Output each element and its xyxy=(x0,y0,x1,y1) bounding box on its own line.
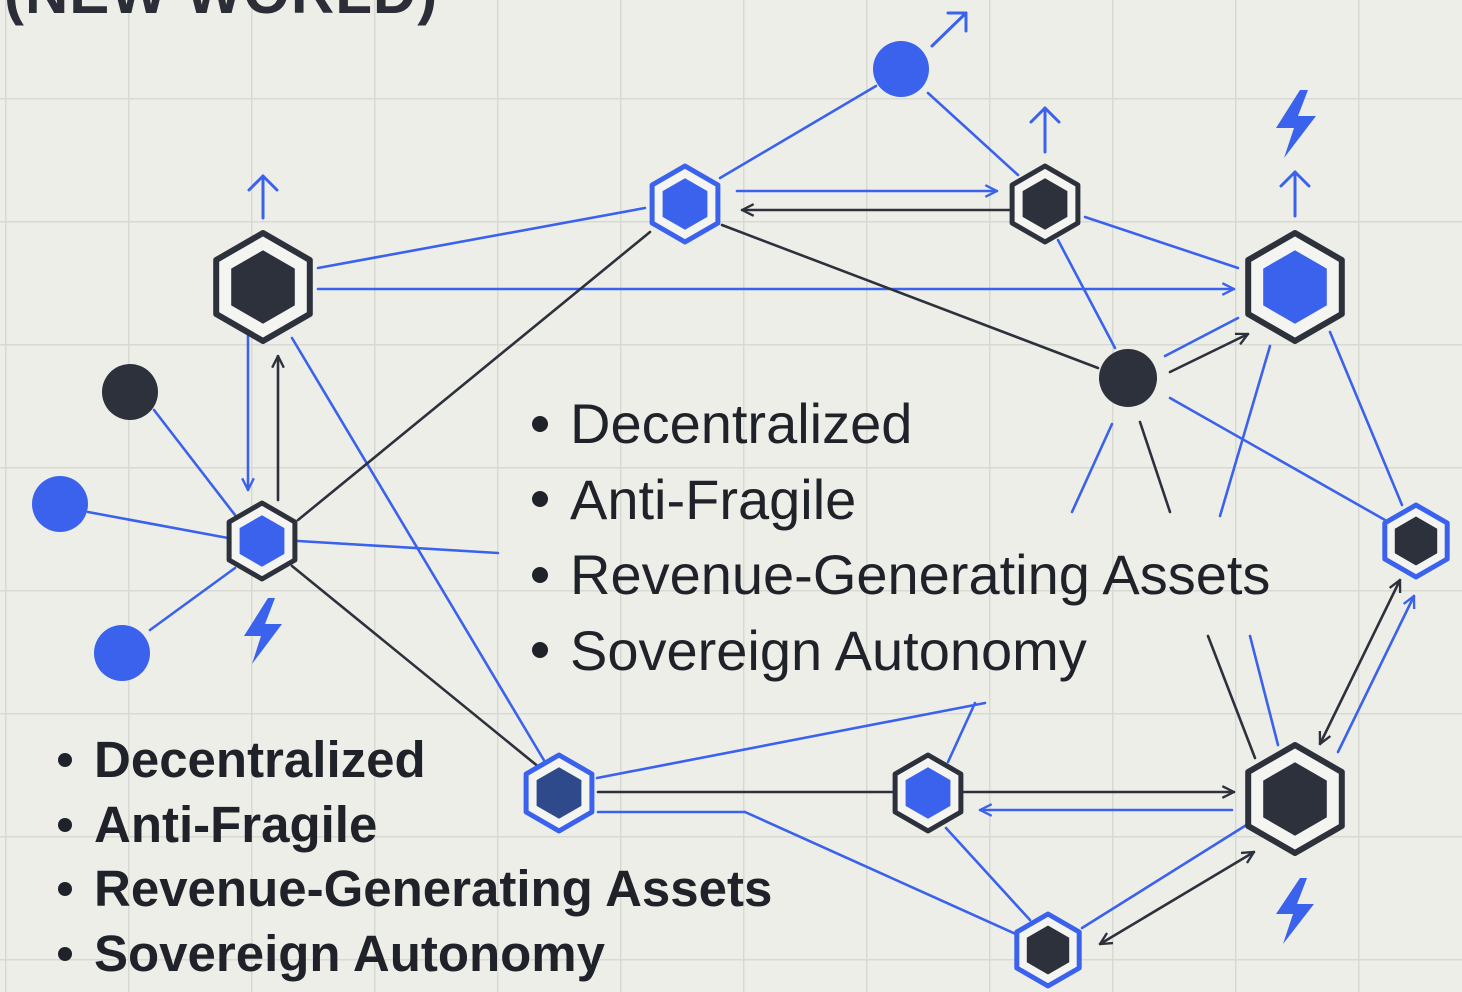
edge xyxy=(148,566,237,632)
edge xyxy=(296,230,652,522)
up-arrow-icon xyxy=(1279,170,1311,218)
circle-node xyxy=(873,41,929,97)
list-item: Sovereign Autonomy xyxy=(58,922,772,987)
list-item: Decentralized xyxy=(58,728,772,793)
hexagon-node xyxy=(226,500,298,582)
list-item: Anti-Fragile xyxy=(58,793,772,858)
list-item-label: Anti-Fragile xyxy=(94,795,378,853)
list-item-label: Sovereign Autonomy xyxy=(570,618,1087,682)
edge xyxy=(290,564,542,770)
edge xyxy=(1318,580,1402,744)
hexagon-node xyxy=(213,230,313,344)
edge xyxy=(1248,634,1280,747)
bullet-dot xyxy=(58,946,72,961)
edge xyxy=(1163,316,1240,358)
circle-node xyxy=(1099,349,1157,407)
lightning-icon xyxy=(1276,878,1314,944)
list-item: Revenue-Generating Assets xyxy=(532,537,1270,613)
edge xyxy=(946,701,977,764)
edge xyxy=(1336,596,1414,754)
hexagon-node xyxy=(1014,911,1082,989)
edge xyxy=(1168,334,1248,374)
edge xyxy=(290,336,547,764)
up-arrow-icon xyxy=(247,174,279,220)
circle-node xyxy=(32,476,88,532)
hexagon-node xyxy=(649,163,721,245)
list-item-label: Revenue-Generating Assets xyxy=(570,543,1271,606)
lightning-icon xyxy=(1276,90,1316,158)
bullet-dot xyxy=(532,642,548,659)
lightning-icon xyxy=(244,598,282,664)
hexagon-node xyxy=(1245,742,1345,856)
edge xyxy=(944,826,1032,922)
edge xyxy=(1083,215,1240,270)
page-title: (NEW WORLD) xyxy=(4,0,438,27)
list-item: Anti-Fragile xyxy=(532,462,1270,538)
bullet-dot xyxy=(532,491,548,508)
list-item: Decentralized xyxy=(532,386,1270,462)
edge xyxy=(1218,344,1272,518)
bullet-dot xyxy=(532,415,548,432)
hexagon-node xyxy=(523,752,595,834)
edge xyxy=(86,510,230,540)
list-item: Sovereign Autonomy xyxy=(532,613,1270,689)
edge xyxy=(1206,634,1257,760)
edge xyxy=(926,91,1020,177)
up-arrow-icon xyxy=(1029,106,1061,154)
edge xyxy=(1168,396,1387,522)
edge xyxy=(718,84,878,180)
hexagon-node xyxy=(1009,163,1081,245)
list-item-label: Anti-Fragile xyxy=(570,467,857,531)
hexagon-node xyxy=(1382,502,1450,580)
bullet-dot xyxy=(58,753,72,768)
list-item-label: Decentralized xyxy=(570,392,913,455)
hexagon-node xyxy=(892,752,964,834)
edge xyxy=(595,701,987,780)
list-item-label: Revenue-Generating Assets xyxy=(94,860,773,917)
left-feature-list: Decentralized Anti-Fragile Revenue-Gener… xyxy=(58,728,772,986)
list-item-label: Decentralized xyxy=(94,731,426,788)
edge xyxy=(1080,822,1250,930)
edge xyxy=(1328,330,1404,507)
bullet-dot xyxy=(58,817,72,832)
list-item-label: Sovereign Autonomy xyxy=(94,924,605,982)
edge xyxy=(152,408,237,517)
up-arrow-icon xyxy=(930,11,968,48)
edge xyxy=(1138,420,1172,514)
edge xyxy=(1070,422,1114,514)
edge xyxy=(296,539,500,555)
bullet-dot xyxy=(532,566,548,583)
circle-node xyxy=(102,364,158,420)
edge xyxy=(743,810,1020,937)
edge xyxy=(1056,238,1117,350)
hexagon-node xyxy=(1245,230,1345,344)
center-feature-list: Decentralized Anti-Fragile Revenue-Gener… xyxy=(532,386,1270,688)
circle-node xyxy=(94,625,150,681)
list-item: Revenue-Generating Assets xyxy=(58,857,772,922)
edge xyxy=(316,206,647,270)
edge xyxy=(720,223,1100,370)
bullet-dot xyxy=(58,882,72,897)
edge xyxy=(1100,852,1254,944)
